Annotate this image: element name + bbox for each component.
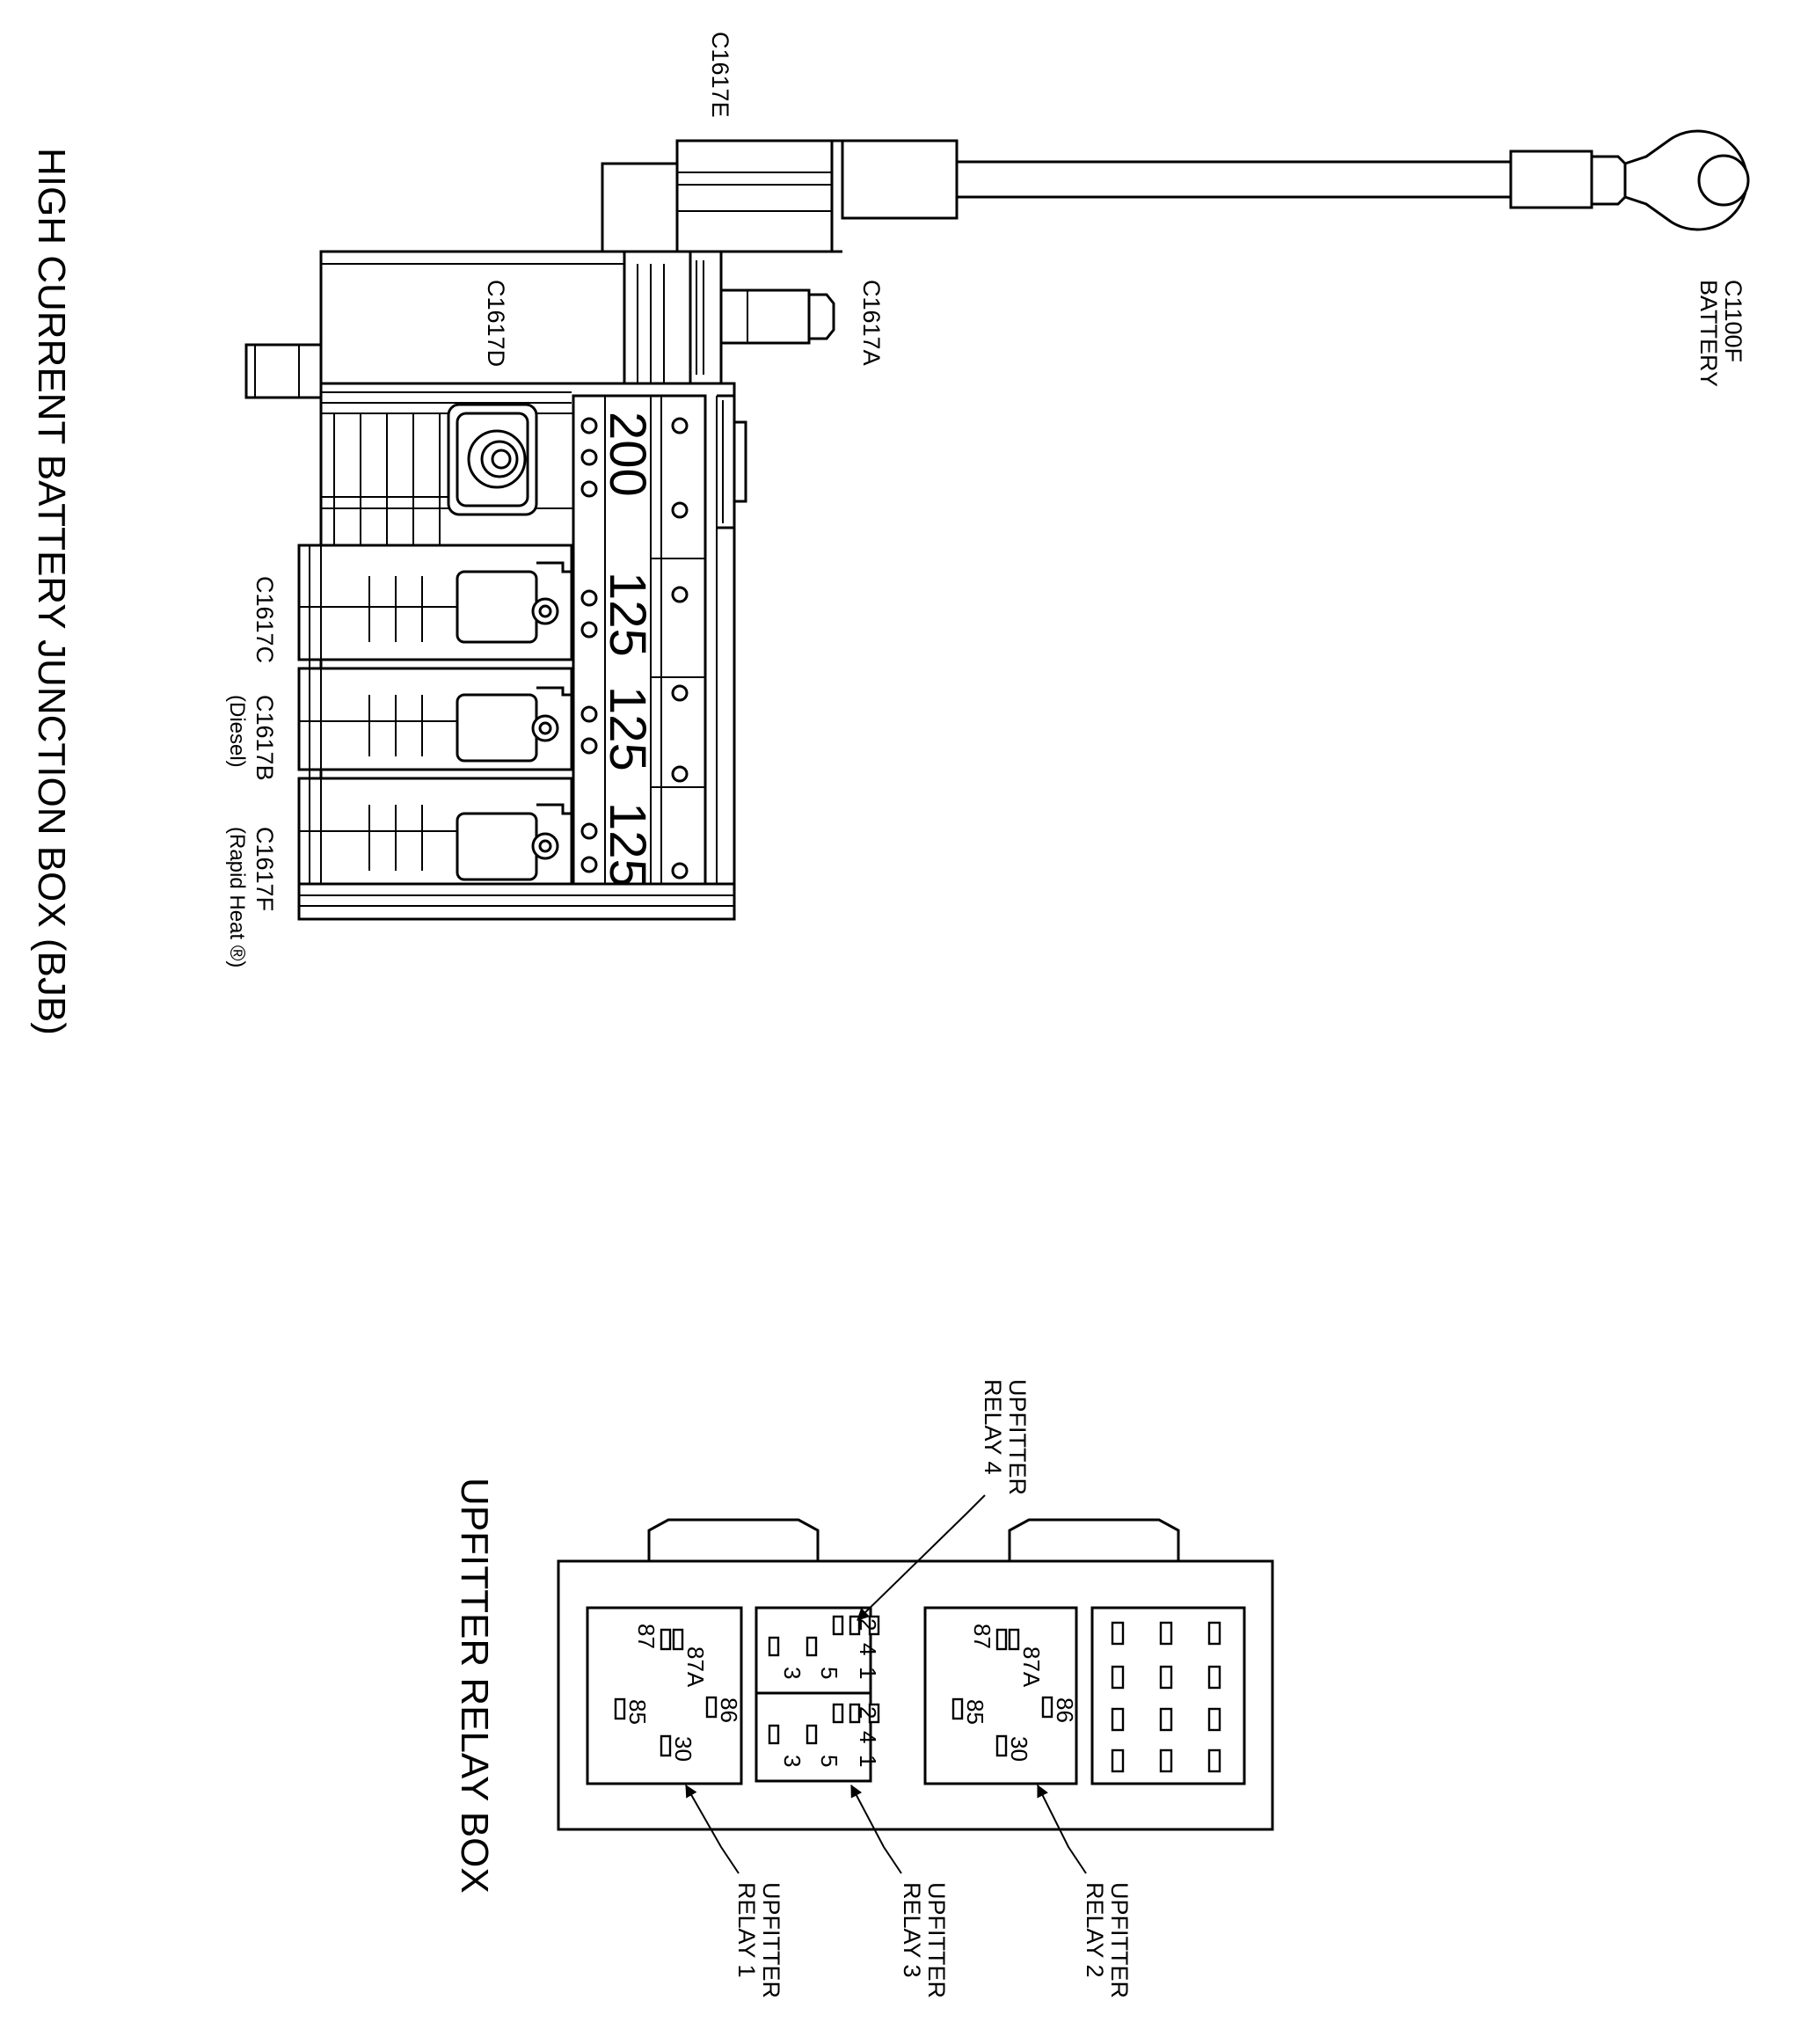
terminal-stud (447, 403, 573, 516)
callout-relay1-l2: RELAY 1 (733, 1882, 760, 1978)
relay2-pin-85: 85 (962, 1699, 988, 1725)
relay1-pin-87a: 87A (682, 1646, 709, 1688)
relay2-pin-87: 87 (969, 1624, 995, 1649)
relay2-pin-87a: 87A (1018, 1646, 1045, 1688)
callout-relay4-l1: UPFITTER (1004, 1379, 1031, 1495)
callout-relay2-l2: RELAY 2 (1082, 1882, 1108, 1978)
label-c1617e: C1617E (707, 32, 733, 118)
relay4-pin-5: 5 (816, 1667, 842, 1679)
bjb-title: HIGH CURRENT BATTERY JUNCTION BOX (BJB) (30, 148, 73, 1035)
battery-ring-terminal (1697, 154, 1750, 207)
lower-plugs (297, 544, 573, 886)
label-c1617a: C1617A (858, 280, 885, 366)
relay1-pin-85: 85 (624, 1699, 651, 1725)
label-c1617c: C1617C (252, 576, 278, 663)
relay4-pin-4: 4 (855, 1643, 881, 1655)
leader-relay3 (850, 1784, 902, 1874)
label-c1617b: C1617B (252, 695, 278, 781)
upfitter-relay-2 (923, 1606, 1078, 1785)
relay4-pin-1: 1 (855, 1667, 881, 1679)
relay1-pin-30: 30 (670, 1736, 696, 1762)
label-c1617f: C1617F (252, 827, 278, 911)
relay-box-title: UPFITTER RELAY BOX (453, 1478, 496, 1894)
label-c1100f: C1100F (1720, 280, 1746, 362)
fuse-125-a: 125 (599, 572, 656, 657)
callout-relay1-l1: UPFITTER (758, 1882, 784, 1998)
relay1-pin-86: 86 (716, 1697, 742, 1723)
relay1-pin-87: 87 (633, 1624, 660, 1649)
callout-relay4-l2: RELAY 4 (980, 1379, 1006, 1475)
connector-c1617e (601, 139, 842, 253)
relay2-pin-30: 30 (1006, 1736, 1032, 1762)
fuse-holes (580, 417, 689, 880)
callout-relay2-l1: UPFITTER (1106, 1882, 1133, 1998)
relay3-pin-5: 5 (816, 1755, 842, 1767)
label-battery: BATTERY (1695, 280, 1722, 387)
callout-relay3-l2: RELAY 3 (899, 1882, 925, 1978)
relay3-pin-2: 2 (855, 1706, 881, 1719)
relay4-pin-3: 3 (779, 1667, 806, 1679)
fuse-125-b: 125 (599, 686, 656, 771)
label-c1617b-note: (Diesel) (225, 695, 249, 768)
relay3-pin-4: 4 (855, 1731, 881, 1743)
relay4-pin-2: 2 (855, 1618, 881, 1631)
fuse-125-c: 125 (599, 802, 656, 887)
fuse-200: 200 (599, 412, 656, 497)
upfitter-relay-1 (586, 1606, 743, 1785)
label-c1617d: C1617D (483, 280, 509, 367)
relay3-pin-1: 1 (855, 1755, 881, 1767)
leader-relay1 (685, 1784, 740, 1874)
battery-cable (841, 129, 1750, 231)
label-c1617f-note: (Rapid Heat ®) (225, 827, 249, 967)
leader-relay4 (857, 1494, 986, 1621)
empty-relay-slot (1090, 1606, 1246, 1785)
relay2-pin-86: 86 (1052, 1697, 1078, 1723)
upfitter-relay-3 (755, 1691, 880, 1783)
callout-relay3-l1: UPFITTER (923, 1882, 950, 1998)
upfitter-relay-4 (755, 1606, 880, 1695)
leader-relay2 (1037, 1784, 1087, 1874)
relay3-pin-3: 3 (779, 1755, 806, 1767)
